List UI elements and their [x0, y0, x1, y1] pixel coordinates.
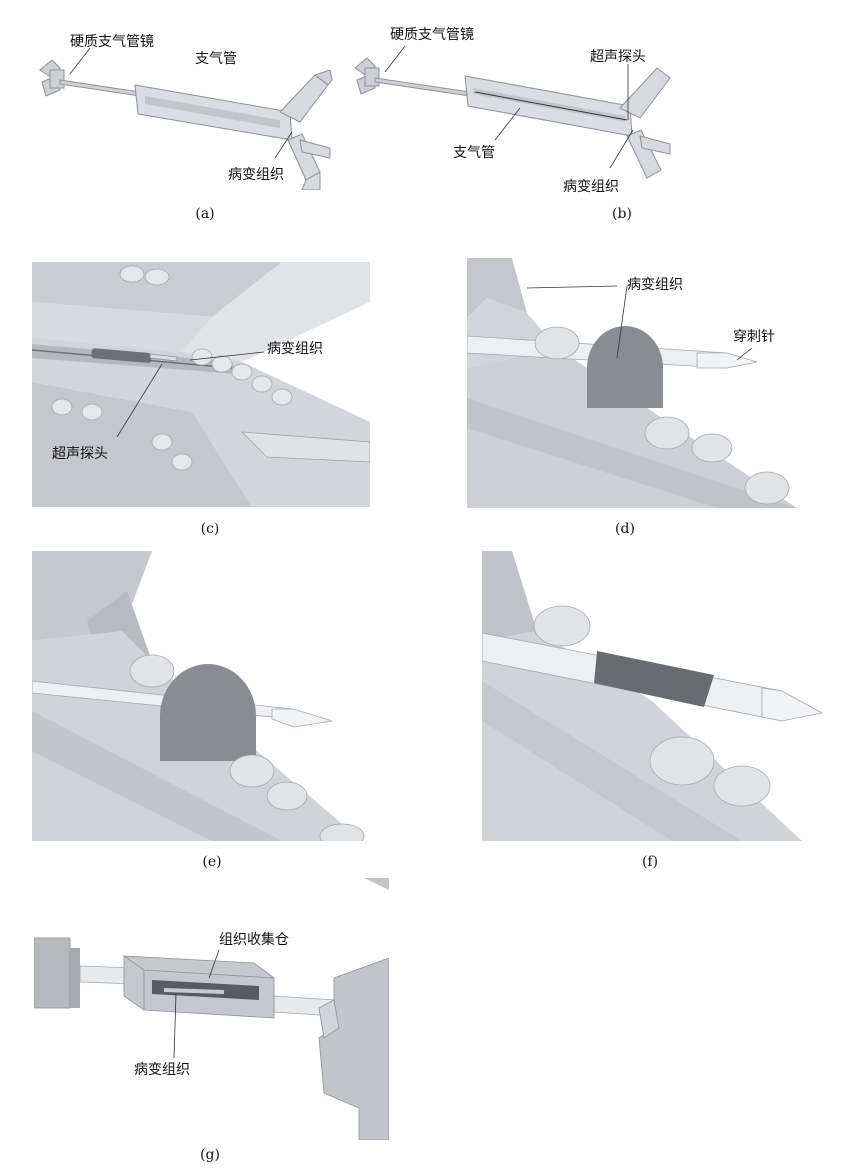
lesion-nodules: [51, 265, 293, 471]
needle-puncture-illustration-e: [32, 551, 368, 841]
panel-c: 病变组织 超声探头: [32, 262, 370, 507]
caption-c: (c): [200, 521, 220, 537]
caption-a: (a): [195, 206, 215, 222]
bronchoscope-overview-illustration-a: [39, 47, 333, 190]
panel-e: [32, 551, 368, 841]
label-probe: 超声探头: [52, 446, 108, 462]
label-chamber: 组织收集仓: [219, 932, 289, 948]
label-lesion: 病变组织: [228, 167, 284, 183]
bronchoscope-probe-illustration-b: [354, 45, 671, 179]
caption-f: (f): [641, 854, 659, 870]
needle-tip: [761, 687, 822, 722]
needle-tip: [271, 708, 333, 728]
label-lesion: 病变组织: [563, 179, 619, 195]
scope-shaft: [59, 79, 141, 97]
left-block: [34, 937, 71, 1009]
lesion-in-chamber: [164, 988, 224, 994]
lesion-sample-in-needle: [594, 651, 714, 707]
label-probe: 超声探头: [590, 49, 646, 65]
lesion-tissue: [587, 326, 663, 408]
needle-tip: [696, 352, 758, 369]
label-bronchoscope: 硬质支气管镜: [390, 27, 474, 43]
label-bronchus: 支气管: [195, 51, 237, 67]
label-lesion: 病变组织: [627, 277, 683, 293]
caption-g: (g): [200, 1147, 220, 1163]
label-bronchus: 支气管: [453, 145, 495, 161]
panel-d: 病变组织 穿刺针: [467, 258, 810, 508]
label-bronchoscope: 硬质支气管镜: [70, 34, 154, 50]
panel-g: 组织收集仓 病变组织: [34, 878, 389, 1140]
needle-in-lesion-illustration-f: [482, 551, 822, 841]
needle-approach-illustration-d: [467, 258, 810, 508]
label-needle: 穿刺针: [733, 329, 775, 345]
caption-e: (e): [202, 854, 222, 870]
panel-a: 硬质支气管镜 支气管 病变组织: [30, 30, 360, 190]
scope-shaft: [374, 77, 471, 97]
bronchus-branch-upper: [279, 74, 329, 123]
tissue-collection-chamber-illustration-g: [34, 878, 389, 1140]
scope-handle: [39, 59, 65, 97]
caption-d: (d): [615, 521, 635, 537]
lesion-tissue: [160, 664, 256, 761]
probe-line: [474, 91, 628, 121]
panel-b: 硬质支气管镜 超声探头 支气管 病变组织: [345, 28, 690, 198]
label-lesion: 病变组织: [134, 1062, 190, 1078]
label-lesion: 病变组织: [267, 341, 323, 357]
panel-f: [482, 551, 822, 841]
caption-b: (b): [612, 206, 632, 222]
probe-closeup-illustration-c: [32, 262, 370, 507]
ultrasound-probe: [91, 348, 152, 363]
